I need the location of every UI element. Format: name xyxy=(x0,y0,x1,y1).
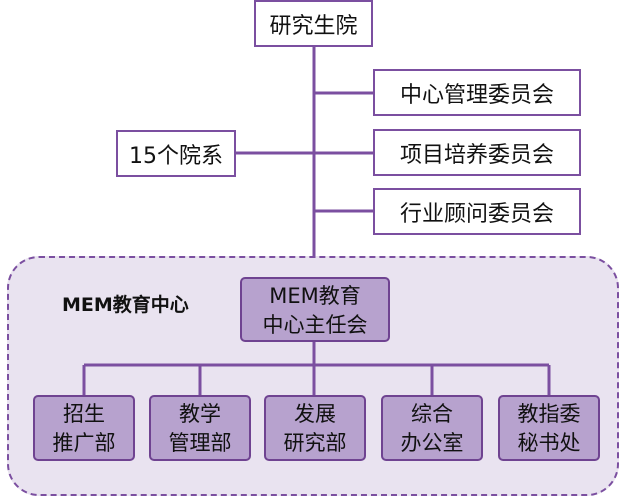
departments-15-label: 15个院系 xyxy=(129,143,223,169)
dept-office-line-2: 办公室 xyxy=(400,431,464,455)
director-council-line-1: MEM教育 xyxy=(269,283,361,308)
dept-teaching-line-1: 教学 xyxy=(179,402,221,426)
dept-secretariat-box: 教指委 秘书处 xyxy=(498,395,600,461)
departments-15-box: 15个院系 xyxy=(116,130,236,177)
committee-project-training-box: 项目培养委员会 xyxy=(373,129,581,176)
committee-project-training-label: 项目培养委员会 xyxy=(399,142,554,168)
dept-recruitment-box: 招生 推广部 xyxy=(33,395,135,461)
director-council-box: MEM教育 中心主任会 xyxy=(240,277,390,342)
committee-center-management-label: 中心管理委员会 xyxy=(399,82,554,108)
dept-secretariat-line-1: 教指委 xyxy=(517,402,581,426)
dept-recruitment-line-2: 推广部 xyxy=(52,431,116,455)
dept-development-line-1: 发展 xyxy=(294,402,336,426)
dept-development-box: 发展 研究部 xyxy=(264,395,366,461)
dept-recruitment-line-1: 招生 xyxy=(63,402,105,426)
dept-teaching-box: 教学 管理部 xyxy=(149,395,251,461)
dept-office-line-1: 综合 xyxy=(411,402,453,426)
graduate-school-label: 研究生院 xyxy=(269,13,358,39)
committee-industry-advisory-label: 行业顾问委员会 xyxy=(399,201,554,227)
dept-office-box: 综合 办公室 xyxy=(381,395,483,461)
director-council-line-2: 中心主任会 xyxy=(262,312,368,337)
committee-center-management-box: 中心管理委员会 xyxy=(373,69,581,116)
dept-development-line-2: 研究部 xyxy=(283,431,347,455)
dept-secretariat-line-2: 秘书处 xyxy=(517,431,581,455)
mem-center-title: MEM教育中心 xyxy=(62,294,189,316)
graduate-school-box: 研究生院 xyxy=(254,0,373,47)
dept-teaching-line-2: 管理部 xyxy=(168,431,232,455)
committee-industry-advisory-box: 行业顾问委员会 xyxy=(373,188,581,235)
